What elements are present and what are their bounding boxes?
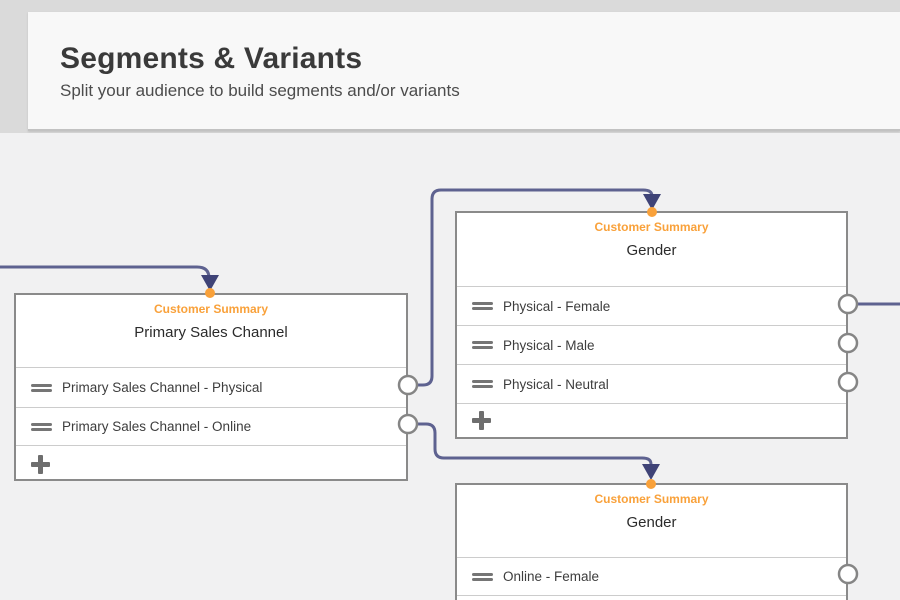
plus-icon[interactable] (31, 455, 50, 474)
add-segment-row[interactable] (457, 403, 846, 437)
page-title: Segments & Variants (60, 42, 363, 75)
port-circle-icon[interactable] (837, 563, 859, 585)
segment-row[interactable]: Primary Sales Channel - Online (16, 407, 406, 445)
segment-row-label: Physical - Neutral (503, 376, 609, 392)
segment-node-gender-physical[interactable]: Customer Summary Gender Physical - Femal… (455, 211, 848, 439)
page-subtitle: Split your audience to build segments an… (60, 81, 460, 100)
add-segment-row[interactable] (16, 445, 406, 483)
node-title: Gender (626, 242, 677, 259)
drag-handle-icon[interactable] (31, 382, 52, 394)
drag-handle-icon[interactable] (31, 421, 52, 433)
node-title: Primary Sales Channel (134, 324, 288, 341)
node-source-badge: Customer Summary (153, 302, 269, 316)
segment-row-label: Primary Sales Channel - Online (62, 419, 252, 434)
node-header: Customer Summary Primary Sales Channel (16, 295, 406, 367)
port-circle-icon[interactable] (837, 293, 859, 315)
port-circle-icon[interactable] (397, 413, 419, 435)
segment-row[interactable] (457, 595, 846, 600)
drag-handle-icon[interactable] (472, 300, 493, 312)
port-circle-icon[interactable] (397, 374, 419, 396)
segment-row[interactable]: Physical - Male (457, 325, 846, 364)
segment-row[interactable]: Primary Sales Channel - Physical (16, 367, 406, 407)
node-header: Customer Summary Gender (457, 213, 846, 286)
segment-row[interactable]: Online - Female (457, 557, 846, 595)
node-source-badge: Customer Summary (594, 492, 709, 506)
node-source-badge: Customer Summary (594, 220, 709, 234)
segment-row[interactable]: Physical - Female (457, 286, 846, 325)
segment-row-label: Online - Female (503, 569, 600, 584)
segment-row-label: Primary Sales Channel - Physical (62, 380, 263, 395)
segment-node-primary-sales-channel[interactable]: Customer Summary Primary Sales Channel P… (14, 293, 408, 481)
segment-row-label: Physical - Male (503, 337, 595, 353)
page-header: Segments & Variants Split your audience … (28, 12, 900, 131)
segment-node-gender-online[interactable]: Customer Summary Gender Online - Female (455, 483, 848, 600)
drag-handle-icon[interactable] (472, 571, 493, 583)
port-circle-icon[interactable] (837, 332, 859, 354)
node-title: Gender (626, 514, 677, 531)
segment-row-label: Physical - Female (503, 298, 611, 314)
drag-handle-icon[interactable] (472, 339, 493, 351)
port-circle-icon[interactable] (837, 371, 859, 393)
segment-row[interactable]: Physical - Neutral (457, 364, 846, 403)
plus-icon[interactable] (472, 411, 491, 430)
node-header: Customer Summary Gender (457, 485, 846, 557)
drag-handle-icon[interactable] (472, 378, 493, 390)
